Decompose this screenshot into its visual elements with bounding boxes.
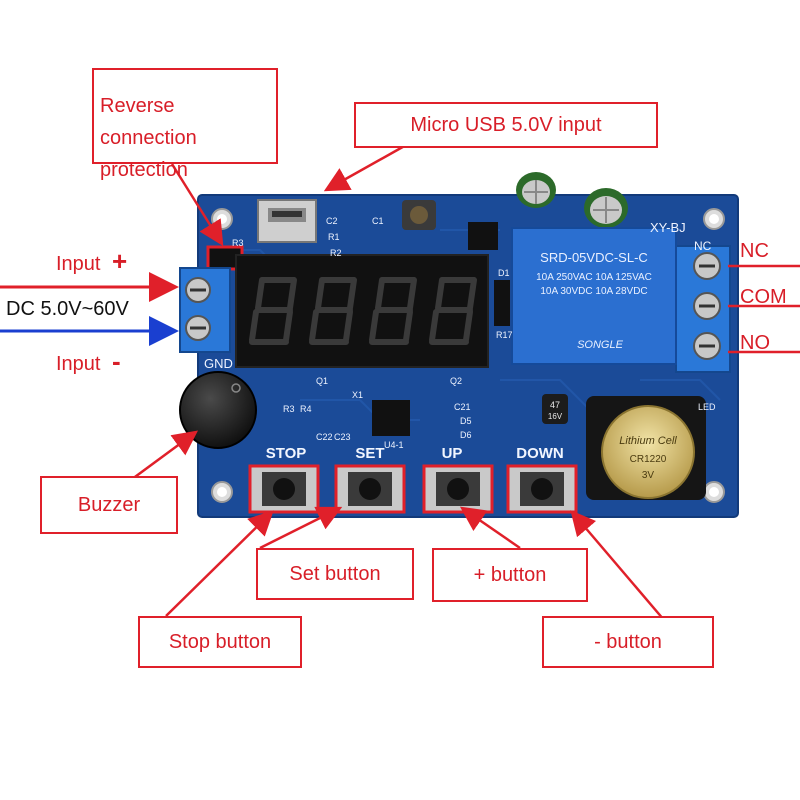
terminal-block-icon (179, 267, 231, 353)
silk-r17: R17 (496, 330, 513, 340)
input-plus-text: Input (56, 253, 101, 275)
buzzer-text: Buzzer (77, 493, 141, 516)
relay-brand: SONGLE (577, 339, 624, 351)
silk-c21: C21 (454, 402, 471, 412)
micro-usb-text: Micro USB 5.0V input (410, 113, 602, 136)
electrolytic-capacitors (516, 172, 628, 228)
silk-c1: C1 (372, 216, 384, 226)
button-label-set: SET (355, 445, 384, 462)
silk-c23: C23 (334, 432, 351, 442)
stop-button-callout: Stop button (138, 616, 302, 668)
micro-usb-callout: Micro USB 5.0V input (354, 102, 658, 148)
cap-value: 47 (550, 400, 560, 410)
silk-r1: R1 (328, 232, 340, 242)
silk-u4: U4-1 (384, 440, 404, 450)
silk-x1: X1 (352, 390, 363, 400)
relay-rating-ac: 10A 250VAC 10A 125VAC (536, 272, 652, 283)
silk-q2: Q2 (450, 376, 462, 386)
stop-button-text: Stop button (168, 630, 272, 653)
minus-sign: - (112, 346, 121, 376)
seven-segment-display (235, 254, 489, 368)
button-label-up: UP (442, 445, 463, 462)
reverse-protection-callout: Reverse connection protection (92, 68, 278, 181)
silk-r3: R3 (232, 238, 244, 248)
micro-usb-connector (257, 199, 317, 243)
dc-range-label: DC 5.0V~60V (6, 298, 129, 321)
relay-model-text: SRD-05VDC-SL-C (540, 250, 648, 265)
input-minus-label: Input - (56, 346, 121, 377)
stop-tactile-button[interactable] (248, 464, 320, 514)
input-minus-text: Input (56, 353, 101, 375)
cap-voltage: 16V (548, 412, 563, 421)
dc-range-text: DC 5.0V~60V (6, 298, 129, 320)
silk-gnd: GND (204, 356, 233, 371)
relay-rating-dc: 10A 30VDC 10A 28VDC (540, 286, 647, 297)
small-capacitor: 47 16V (542, 394, 568, 424)
com-label: COM (740, 286, 787, 308)
reverse-protection-text: Reverse connection protection (100, 95, 197, 181)
down-tactile-button[interactable] (506, 464, 578, 514)
button-label-stop: STOP (266, 445, 307, 462)
relay-icon: SRD-05VDC-SL-C 10A 250VAC 10A 125VAC 10A… (511, 227, 677, 365)
plus-sign: + (112, 246, 128, 276)
silk-r4: R4 (300, 404, 312, 414)
silk-d5: D5 (460, 416, 472, 426)
inductor (402, 200, 436, 230)
silk-d1: D1 (498, 268, 510, 278)
coin-cell-label: Lithium Cell (619, 435, 677, 447)
coin-cell-voltage: 3V (642, 470, 655, 481)
ic-chip-u4 (372, 400, 410, 436)
silk-nc: NC (694, 239, 712, 253)
board-model: XY-BJ (650, 220, 686, 235)
silk-d6: D6 (460, 430, 472, 440)
minus-button-callout: - button (542, 616, 714, 668)
silk-q1: Q1 (316, 376, 328, 386)
set-button-callout: Set button (256, 548, 414, 600)
silk-r2: R2 (330, 248, 342, 258)
silk-led: LED (698, 402, 716, 412)
plus-button-callout: + button (432, 548, 588, 602)
minus-button-text: - button (594, 630, 662, 653)
silk-c2: C2 (326, 216, 338, 226)
push-buttons: STOP SET UP DOWN (248, 445, 578, 514)
silk-r3b: R3 (283, 404, 295, 414)
buzzer-icon (179, 371, 257, 449)
ic-chip (468, 222, 498, 250)
buzzer-callout: Buzzer (40, 476, 178, 534)
coin-cell-icon: Lithium Cell CR1220 3V (586, 396, 706, 500)
nc-label: NC (740, 240, 769, 262)
button-label-down: DOWN (516, 445, 564, 462)
input-plus-label: Input + (56, 246, 127, 277)
diode-d1 (494, 280, 510, 326)
set-tactile-button[interactable] (334, 464, 406, 514)
relay-terminal-block (675, 245, 731, 373)
plus-button-text: + button (473, 563, 547, 586)
set-button-text: Set button (289, 562, 381, 585)
coin-cell-model: CR1220 (630, 454, 667, 465)
up-tactile-button[interactable] (422, 464, 494, 514)
no-label: NO (740, 332, 770, 354)
silk-c22: C22 (316, 432, 333, 442)
